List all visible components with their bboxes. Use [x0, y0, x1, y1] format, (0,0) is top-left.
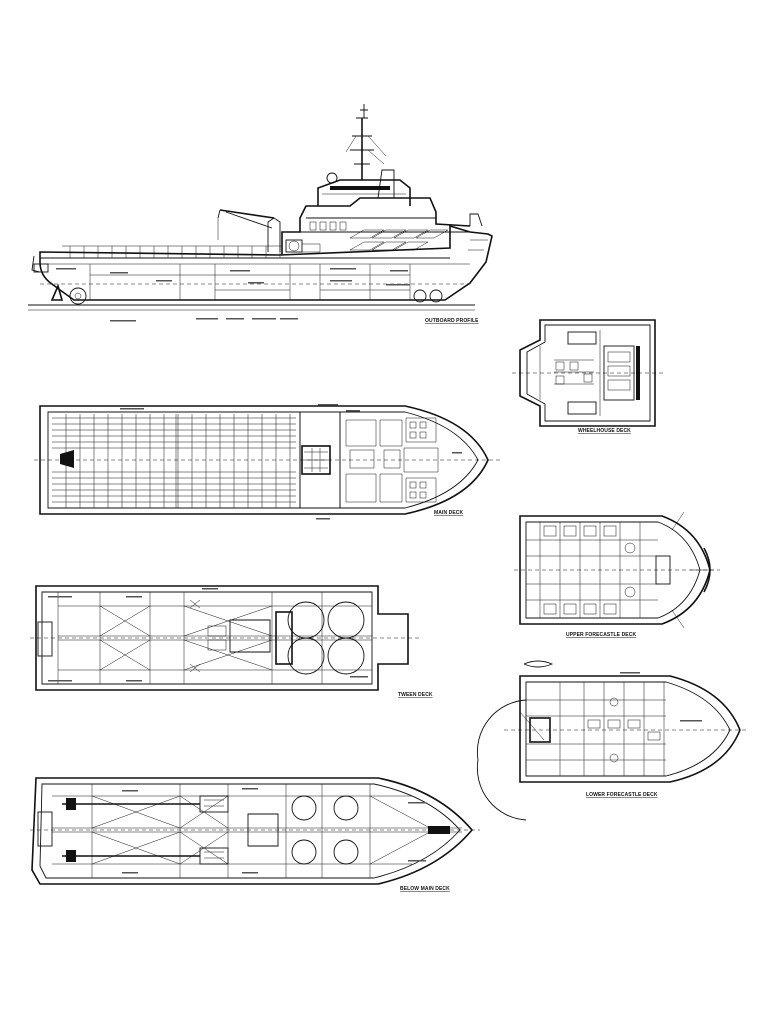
outboard-profile-title: OUTBOARD PROFILE	[425, 318, 479, 324]
upper-forecastle-deck-view: UPPER FORECASTLE DECK	[514, 511, 720, 638]
lower-forecastle-deck-view: LOWER FORECASTLE DECK	[476, 660, 748, 821]
below-main-deck-title: BELOW MAIN DECK	[400, 886, 450, 892]
tween-deck-view: TWEEN DECK	[30, 585, 433, 698]
tween-deck-title: TWEEN DECK	[398, 692, 433, 698]
main-deck-title: MAIN DECK	[434, 510, 464, 516]
profile-annotation-marks	[56, 268, 410, 322]
upper-forecastle-deck-title: UPPER FORECASTLE DECK	[566, 632, 636, 638]
rail-posts	[69, 246, 281, 258]
below-main-deck-view: BELOW MAIN DECK	[30, 777, 480, 892]
superstructure-windows	[309, 221, 449, 251]
lower-forecastle-deck-title: LOWER FORECASTLE DECK	[586, 792, 658, 798]
wheelhouse-deck-title: WHEELHOUSE DECK	[578, 428, 631, 434]
outboard-profile-view: OUTBOARD PROFILE	[28, 104, 493, 324]
cargo-deck-grating	[52, 414, 296, 508]
main-deck-view: MAIN DECK	[34, 404, 500, 520]
wheelhouse-deck-view: WHEELHOUSE DECK	[512, 319, 664, 434]
